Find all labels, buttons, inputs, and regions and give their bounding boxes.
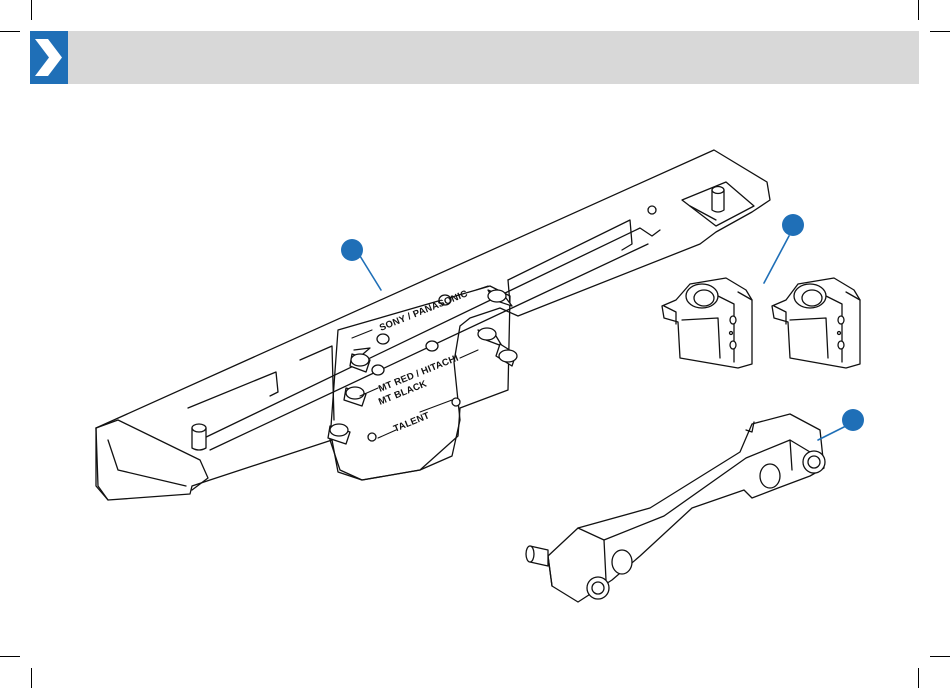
- bracket-rail: [96, 150, 770, 500]
- callout-marker: [842, 409, 864, 431]
- rod-bracket: [526, 414, 825, 602]
- hinge-clamp-left: [662, 278, 752, 368]
- callout-marker: [782, 214, 804, 236]
- callout-marker: [341, 239, 363, 261]
- hinge-clamp-right: [772, 278, 860, 368]
